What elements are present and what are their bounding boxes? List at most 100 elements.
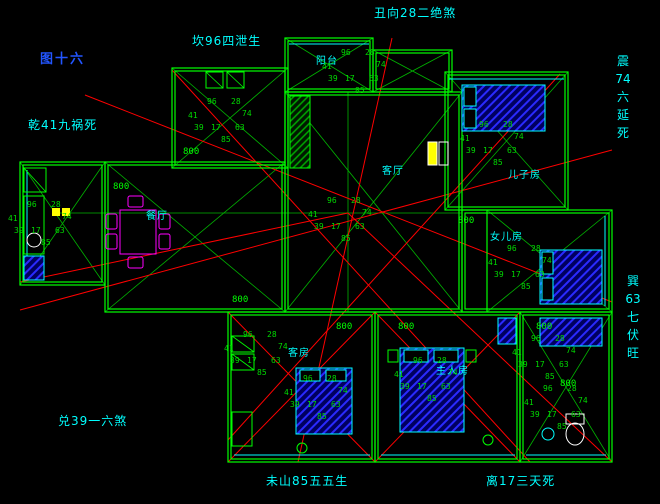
star-number: 28 — [51, 200, 61, 209]
toilet-tank — [565, 413, 585, 425]
star-number: 85 — [355, 86, 365, 95]
star-number: 85 — [341, 234, 351, 243]
star-number: 17 — [247, 356, 257, 365]
star-number: 39 — [328, 74, 338, 83]
star-number: 41 — [512, 348, 522, 357]
fridge — [23, 167, 47, 193]
dining-table-set — [105, 195, 171, 269]
star-number: 96 — [543, 384, 553, 393]
star-number: 85 — [545, 372, 555, 381]
star-number: 39 — [290, 400, 300, 409]
compass-label-left: 乾41九祸死 — [28, 118, 98, 132]
star-number: 39 — [494, 270, 504, 279]
dimension-label: 800 — [560, 379, 577, 389]
pillow — [433, 349, 459, 363]
compass-label-right-bottom: 巽 63 七 伏 旺 — [625, 274, 641, 360]
chair — [127, 256, 144, 269]
entry-door — [427, 141, 438, 166]
star-number: 28 — [437, 356, 447, 365]
star-number: 74 — [578, 396, 588, 405]
sink — [26, 232, 42, 248]
walls — [19, 37, 613, 463]
pillow — [541, 251, 554, 275]
star-number: 17 — [31, 226, 41, 235]
star-number: 63 — [355, 222, 365, 231]
star-number: 41 — [308, 210, 318, 219]
star-number: 63 — [441, 382, 451, 391]
star-number: 96 — [243, 330, 253, 339]
dining-table — [119, 209, 157, 255]
room-label-daughter: 女儿房 — [490, 232, 523, 243]
star-number: 41 — [394, 370, 404, 379]
star-number: 85 — [257, 368, 267, 377]
compass-label-bottom-center: 未山85五五生 — [266, 474, 349, 488]
cabinet-living-room — [289, 95, 311, 169]
star-number: 96 — [341, 48, 351, 57]
wardrobe-master — [497, 317, 517, 345]
compass-label-bottom-left: 兑39一六煞 — [58, 414, 128, 428]
star-number: 74 — [542, 256, 552, 265]
star-number: 28 — [531, 244, 541, 253]
nightstand — [465, 349, 477, 363]
bathroom-counter — [539, 317, 603, 347]
chair — [105, 233, 118, 250]
star-number: 17 — [417, 382, 427, 391]
star-number: 63 — [535, 270, 545, 279]
wardrobe-guest — [231, 335, 255, 353]
star-number: 74 — [278, 342, 288, 351]
star-number: 63 — [271, 356, 281, 365]
star-number: 63 — [507, 146, 517, 155]
star-number: 96 — [507, 244, 517, 253]
star-number: 39 — [530, 410, 540, 419]
dimension-label: 800 — [336, 322, 353, 332]
room-label-guest: 客房 — [288, 348, 310, 359]
star-number: 74 — [338, 386, 348, 395]
room-label-master: 主人房 — [436, 366, 469, 377]
pillow — [403, 349, 429, 363]
star-number: 17 — [535, 360, 545, 369]
star-number: 17 — [547, 410, 557, 419]
dimension-label: 800 — [458, 216, 475, 226]
star-number: 63 — [369, 74, 379, 83]
room-label-dining: 餐厅 — [146, 211, 168, 222]
star-number: 28 — [365, 48, 375, 57]
dimension-label: 800 — [398, 322, 415, 332]
desk — [231, 411, 253, 447]
star-number: 39 — [314, 222, 324, 231]
star-number: 85 — [557, 422, 567, 431]
compass-label-right-top: 震 74 六 延 死 — [615, 54, 631, 140]
star-number: 28 — [555, 334, 565, 343]
star-number: 17 — [331, 222, 341, 231]
chair — [158, 213, 171, 230]
star-number: 41 — [460, 134, 470, 143]
star-number: 17 — [307, 400, 317, 409]
star-number: 63 — [235, 123, 245, 132]
star-number: 17 — [483, 146, 493, 155]
star-number: 85 — [493, 158, 503, 167]
star-number: 28 — [327, 374, 337, 383]
star-number: 74 — [448, 368, 458, 377]
dimension-label: 800 — [536, 322, 553, 332]
pillow — [325, 369, 347, 382]
furniture — [23, 71, 603, 454]
star-number: 28 — [351, 196, 361, 205]
star-number: 17 — [211, 123, 221, 132]
star-number: 85 — [317, 412, 327, 421]
star-number: 63 — [559, 360, 569, 369]
chair — [158, 233, 171, 250]
kitchen-counter — [23, 195, 45, 255]
star-number: 41 — [188, 111, 198, 120]
compass-label-top-left: 坎96四泄生 — [192, 34, 262, 48]
room-label-balcony: 阳台 — [316, 56, 338, 67]
star-number: 74 — [566, 346, 576, 355]
appliance-box — [205, 71, 224, 89]
entry-door — [438, 141, 449, 166]
star-number: 85 — [41, 238, 51, 247]
star-number: 41 — [488, 258, 498, 267]
star-number: 74 — [242, 109, 252, 118]
star-number: 39 — [14, 226, 24, 235]
room-label-living: 客厅 — [382, 166, 404, 177]
star-number: 28 — [567, 384, 577, 393]
figure-number-label: 图十六 — [40, 52, 86, 67]
